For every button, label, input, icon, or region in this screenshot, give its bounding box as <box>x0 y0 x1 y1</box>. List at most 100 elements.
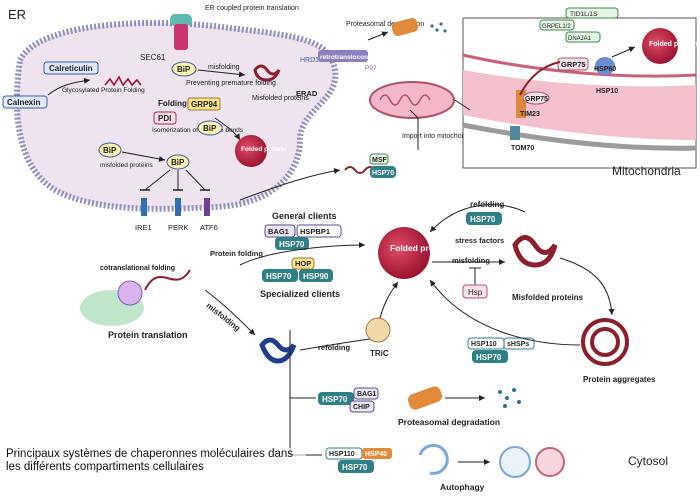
er-misfolded-icon <box>253 64 281 82</box>
degr-bag1-box <box>353 387 379 400</box>
retrotranslocon-label: retrotranslocon <box>320 54 368 61</box>
autophagosome-icon <box>499 446 531 478</box>
hsp60-icon <box>595 57 615 75</box>
hsp-label: Hsp <box>468 288 483 297</box>
degr-bag1-label: BAG1 <box>357 391 377 398</box>
retrotranslocon-box <box>318 50 368 62</box>
bip-misfolded-label: BiP <box>103 146 117 155</box>
spec-hsp70-label: HSP70 <box>266 272 292 281</box>
preventing-label: Preventing premature folding <box>186 80 276 87</box>
mito-fold-arrow <box>611 46 636 58</box>
er-fold-arrow <box>214 117 241 141</box>
general-clients-label: General clients <box>272 211 337 221</box>
hrd1-label: HRD1 <box>300 57 319 64</box>
bip-misfolded <box>98 142 122 158</box>
grp94-label: GRP94 <box>191 100 218 109</box>
grpel-box <box>539 19 575 31</box>
aggregation-arrow <box>559 257 615 316</box>
glyco-arrow <box>47 77 91 96</box>
er-proteasomal-label: Proteasomal degradation <box>346 21 424 28</box>
er-proteasome-icon <box>391 17 419 37</box>
cotranslational-chaperone-icon <box>117 280 143 306</box>
er-peptides-icon <box>430 22 447 33</box>
hsp90-label: HSP90 <box>303 272 329 281</box>
hspbp1-label: HSPBP1 <box>300 227 330 236</box>
cyto-proteasome-icon <box>407 386 443 410</box>
refolding-tric-label: refolding <box>318 343 350 352</box>
figure-caption: Principaux systèmes de chaperonnes moléc… <box>6 448 306 473</box>
msf-hsp70-label: HSP70 <box>372 170 394 177</box>
bip-misfolded-caption: misfolded proteins <box>100 162 153 169</box>
degr-hsp70-box <box>318 392 354 405</box>
aggregates-icon-inner <box>590 327 620 357</box>
isomerization-label: Isomerization of disulfide bonds <box>152 127 244 134</box>
chip-label: CHIP <box>353 404 370 411</box>
disagg-arrow <box>429 279 581 346</box>
misfolded-blue-icon <box>259 337 297 364</box>
tim23-label: TIM23 <box>520 111 540 118</box>
er-folded-protein-label: Folded protein <box>241 146 286 153</box>
refolding-top-arrow <box>429 204 526 233</box>
upr-inhibition-lines <box>144 169 206 191</box>
disagg-hsp70-label: HSP70 <box>476 353 502 362</box>
sensor-atf6: ATF6 <box>200 223 218 232</box>
import-line <box>409 109 419 150</box>
bip-mid <box>197 120 223 136</box>
specialized-clients-label: Specialized clients <box>260 289 340 299</box>
auto-hsp70-label: HSP70 <box>342 463 368 472</box>
mito-label: Mitochondria <box>612 164 681 178</box>
er-folded-protein-icon <box>235 135 267 167</box>
erad-arrow <box>367 31 389 41</box>
disagg-hsp70-box <box>472 350 508 363</box>
bip-central <box>166 154 190 170</box>
glyco-label: Glycosylated Protein Folding <box>62 87 145 94</box>
tom70-icon <box>510 126 520 140</box>
grp75-inner-label: GRP75 <box>525 96 548 103</box>
er-translocon-icon <box>170 14 192 50</box>
tim23-icon <box>516 90 526 118</box>
cyto-misfolding-label: misfolding <box>452 256 490 265</box>
shsps-label: sHSPs <box>507 341 529 348</box>
bag1-label: BAG1 <box>268 227 289 236</box>
cytosol-misfolded-icon <box>512 235 558 268</box>
hsp40-box <box>362 448 392 459</box>
phagophore-icon <box>418 443 449 475</box>
mito-inset-inner-membrane <box>462 53 697 78</box>
msf-hsp70-box <box>370 166 396 178</box>
sensor-icons <box>141 198 210 216</box>
to-mito-arrow <box>239 168 341 201</box>
calnexin-label: Calnexin <box>7 98 40 107</box>
hsp40-label: HSP40 <box>365 451 387 458</box>
erad-label: ERAD <box>296 89 318 98</box>
sensor-ire1: IRE1 <box>135 223 152 232</box>
bip-mid-label: BiP <box>203 124 217 133</box>
hsp-inhibit <box>469 267 481 285</box>
mito-inset-outer-membrane <box>462 122 697 151</box>
stress-label: stress factors <box>455 236 504 245</box>
mitochondria-icon <box>369 81 455 119</box>
shsps-box <box>503 337 535 350</box>
msf-label: MSF <box>372 157 388 164</box>
mito-folded-protein-icon <box>642 28 678 64</box>
translation-label: Protein translation <box>108 330 188 340</box>
degr-hsp70-label: HSP70 <box>322 395 348 404</box>
misfolded-label: Misfolded proteins <box>512 293 584 302</box>
general-hsp70-box <box>275 237 309 250</box>
tom70-label: TOM70 <box>511 145 534 152</box>
pdi-box <box>153 111 177 125</box>
general-hsp70-label: HSP70 <box>279 240 305 249</box>
hsp90-box <box>299 269 333 282</box>
import-label: Import into mitochondria <box>402 133 477 140</box>
mito-import-chain <box>519 61 561 96</box>
grp94-box <box>187 97 221 111</box>
hsp10-label: HSP10 <box>596 88 618 95</box>
er-misfolded-label: Misfolded proteins <box>252 95 309 102</box>
dnaja1-label: DNAJA1 <box>568 36 592 42</box>
refolding-hsp70-label: HSP70 <box>470 215 496 224</box>
hsp60-label: HSP60 <box>594 66 616 73</box>
er-misfolding-arrow <box>197 69 246 78</box>
auto-hsp110-label: HSP110 <box>329 451 355 458</box>
inset-connector <box>454 99 471 111</box>
